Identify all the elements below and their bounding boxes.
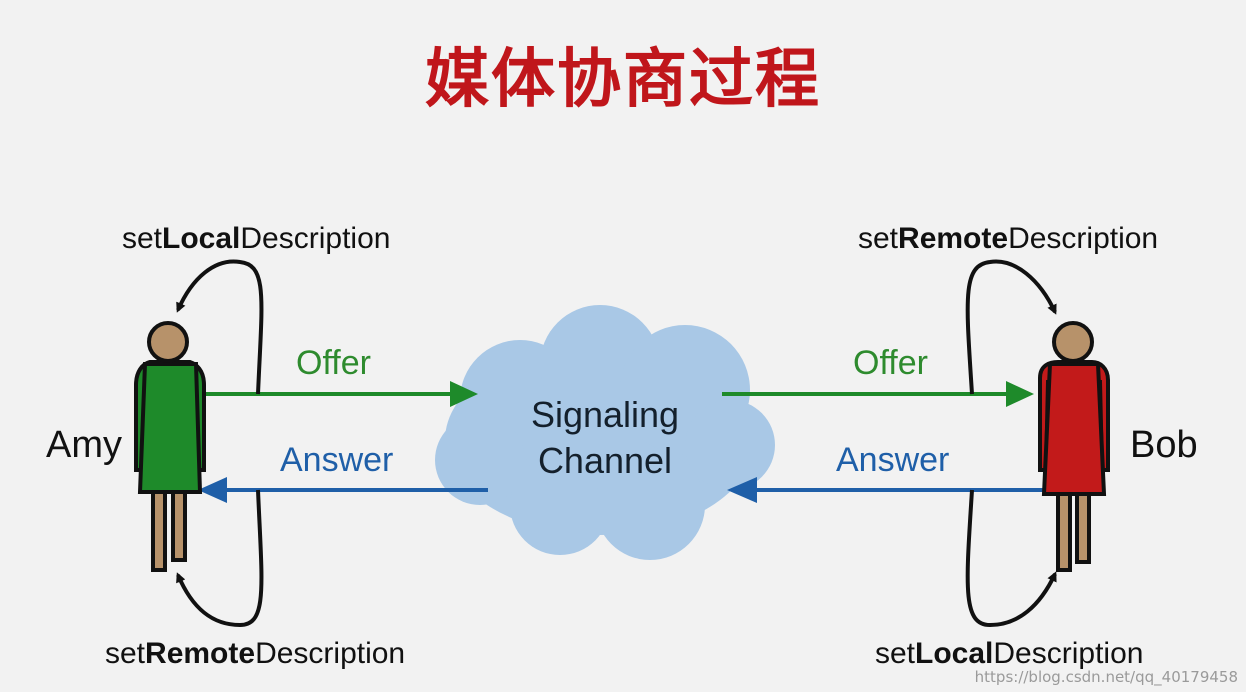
amy-set-local-label: setLocalDescription [122, 222, 390, 256]
channel-line: Channel [500, 438, 710, 484]
amy-name: Amy [46, 424, 122, 467]
answer-label-right: Answer [836, 441, 949, 480]
offer-label-right: Offer [853, 344, 928, 383]
offer-label-left: Offer [296, 344, 371, 383]
answer-label-left: Answer [280, 441, 393, 480]
bob-set-local-label: setLocalDescription [875, 637, 1143, 671]
answer-arrow-right [727, 477, 1050, 503]
offer-arrow-left [205, 381, 478, 407]
amy-remote-loop [178, 490, 261, 625]
signaling-channel-label: Signaling Channel [500, 392, 710, 484]
bob-local-loop [968, 490, 1055, 625]
bob-name: Bob [1130, 424, 1198, 467]
signaling-line: Signaling [500, 392, 710, 438]
amy-person-icon [136, 323, 204, 570]
bob-person-icon [1040, 323, 1108, 570]
amy-set-remote-label: setRemoteDescription [105, 637, 405, 671]
bob-set-remote-label: setRemoteDescription [858, 222, 1158, 256]
watermark: https://blog.csdn.net/qq_40179458 [975, 668, 1238, 686]
offer-arrow-right [722, 381, 1034, 407]
